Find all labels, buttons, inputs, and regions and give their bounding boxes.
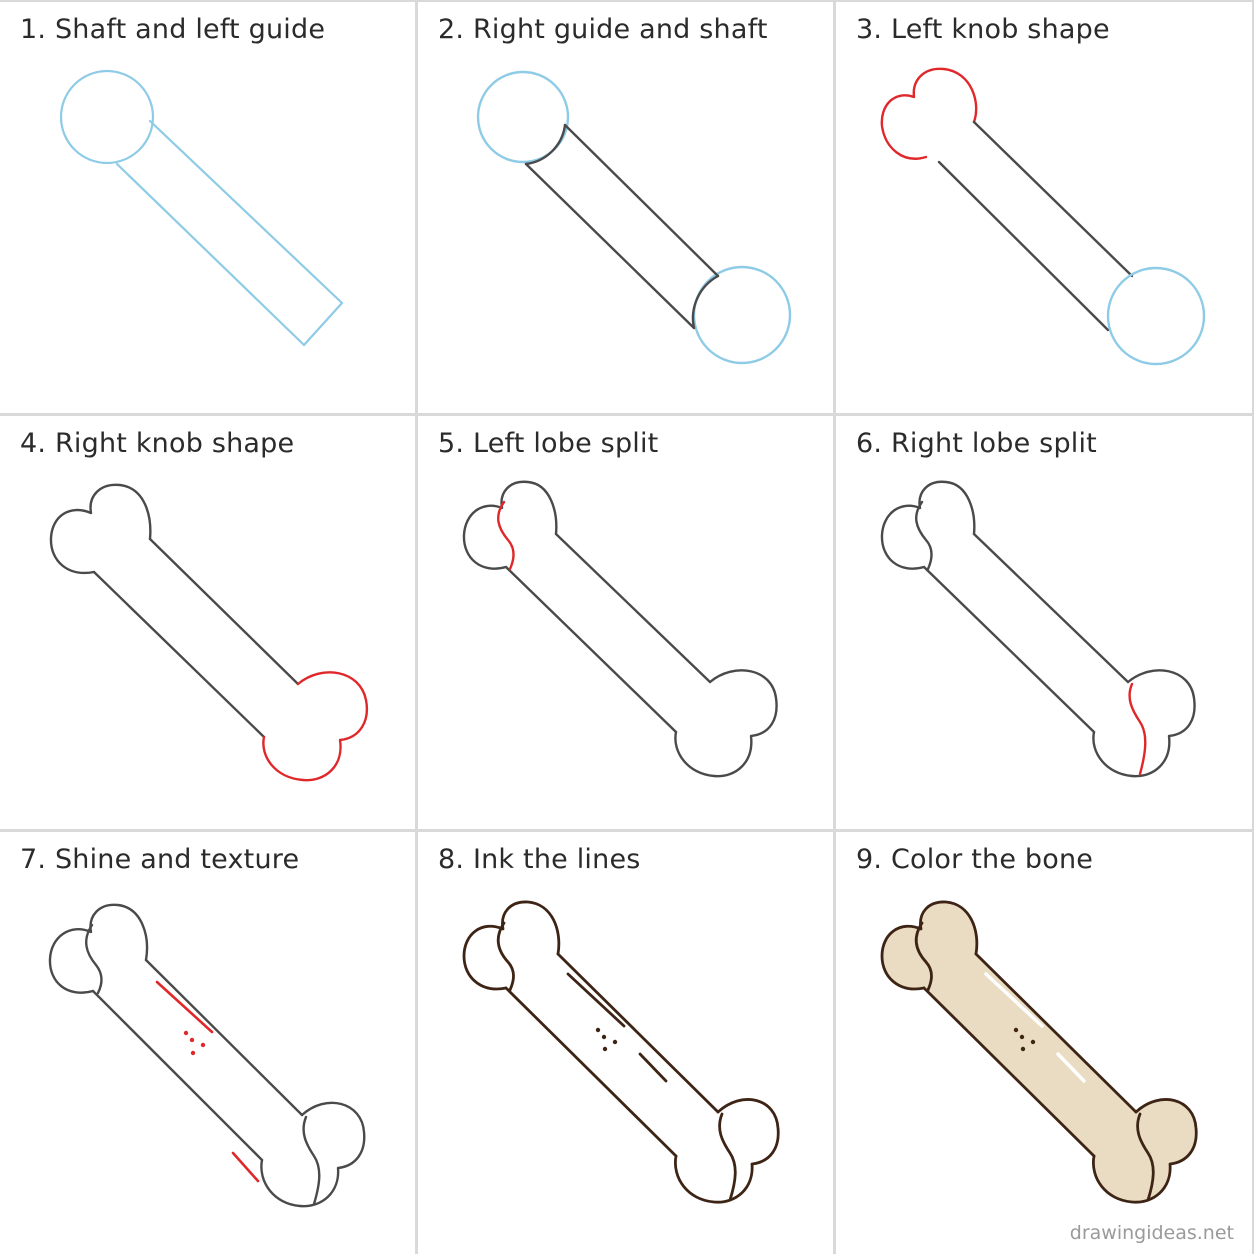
watermark: drawingideas.net — [1069, 1222, 1234, 1244]
texture-dot — [1030, 1039, 1036, 1045]
texture-dot — [200, 1042, 206, 1048]
shaft-bottom-line — [504, 986, 678, 1158]
shaft-top-line — [144, 958, 304, 1117]
shaft-bottom-line — [92, 570, 266, 739]
step-title: 4. Right knob shape — [20, 428, 295, 459]
step-title: 3. Left knob shape — [856, 14, 1110, 45]
shaft-top-line — [974, 952, 1138, 1114]
texture-dot — [1020, 1046, 1026, 1052]
left-lobe-split — [915, 500, 933, 571]
right-knob-outline — [260, 1101, 366, 1208]
step-panel-3: 3. Left knob shape — [836, 2, 1252, 413]
right-lobe-split — [302, 1115, 321, 1206]
texture-dot — [601, 1034, 607, 1040]
step-9-drawing — [880, 900, 1198, 1204]
left-knob-outline — [462, 900, 561, 991]
shaft-top-line — [556, 952, 720, 1114]
bone-fill — [882, 901, 1197, 1203]
shaft-bottom-line — [524, 162, 696, 330]
shine-line-short — [1056, 1052, 1086, 1083]
step-panel-8: 8. Ink the lines — [418, 832, 833, 1254]
right-guide-circle — [1106, 266, 1206, 366]
step-5-drawing — [462, 480, 778, 778]
step-6-drawing — [880, 480, 1196, 778]
shaft-guide-rect — [115, 119, 344, 347]
texture-dots — [1013, 1027, 1036, 1052]
left-knob-outline — [462, 480, 558, 570]
texture-dot — [595, 1027, 601, 1033]
step-7-drawing — [48, 903, 366, 1208]
texture-dots — [183, 1030, 206, 1056]
step-4-drawing — [49, 483, 369, 782]
shaft-bottom-line — [937, 160, 1110, 332]
step-title: 6. Right lobe split — [856, 428, 1097, 459]
shine-line-long — [155, 980, 214, 1034]
left-knob-outline — [880, 67, 978, 160]
step-2-drawing — [476, 70, 792, 365]
shaft-bottom-line — [504, 565, 678, 734]
right-knob-join — [691, 274, 720, 330]
left-knob-outline — [880, 900, 979, 991]
right-knob-outline — [674, 669, 778, 778]
shaft-bottom-line — [91, 989, 264, 1162]
shine-line-long — [984, 972, 1044, 1028]
texture-dot — [183, 1030, 189, 1036]
texture-dot — [612, 1039, 618, 1045]
step-panel-1: 1. Shaft and left guide — [0, 2, 415, 413]
step-title: 7. Shine and texture — [20, 844, 300, 875]
right-knob-outline — [673, 1098, 780, 1204]
left-knob-outline — [880, 480, 976, 570]
left-lobe-split — [914, 921, 933, 992]
right-knob-outline — [1092, 669, 1196, 778]
left-lobe-split — [497, 500, 515, 571]
left-guide-circle — [476, 70, 570, 164]
right-lobe-split — [718, 1112, 737, 1202]
left-guide-circle — [59, 69, 155, 165]
shine-line-short — [231, 1151, 260, 1183]
step-panel-7: 7. Shine and texture — [0, 832, 415, 1254]
texture-dot — [1019, 1034, 1025, 1040]
texture-dot — [1013, 1027, 1019, 1033]
texture-dots — [595, 1027, 618, 1052]
step-title: 1. Shaft and left guide — [20, 14, 326, 45]
shaft-top-line — [554, 532, 712, 684]
left-lobe-split — [85, 923, 103, 995]
step-panel-9: 9. Color the bone drawingidea — [836, 832, 1252, 1254]
texture-dot — [190, 1050, 196, 1056]
step-panel-4: 4. Right knob shape — [0, 416, 415, 829]
left-knob-outline — [48, 903, 149, 994]
shaft-top-line — [972, 120, 1134, 278]
step-panel-6: 6. Right lobe split — [836, 416, 1252, 829]
shaft-bottom-line — [922, 986, 1096, 1158]
step-title: 5. Left lobe split — [438, 428, 659, 459]
step-title: 2. Right guide and shaft — [438, 14, 768, 45]
step-1-drawing — [59, 69, 344, 347]
step-8-drawing — [462, 900, 780, 1204]
shaft-top-line — [148, 537, 300, 686]
shaft-top-line — [972, 532, 1130, 684]
shaft-bottom-line — [922, 565, 1096, 734]
right-knob-outline — [1091, 1098, 1198, 1204]
shine-line-long — [566, 972, 626, 1028]
left-knob-outline — [49, 483, 152, 575]
step-title: 9. Color the bone — [856, 844, 1094, 875]
texture-dot — [602, 1046, 608, 1052]
shine-line-short — [638, 1052, 668, 1083]
left-knob-join — [524, 123, 567, 166]
shaft-top-line — [563, 123, 720, 278]
right-knob-outline — [262, 671, 369, 782]
right-lobe-split — [1136, 1112, 1155, 1202]
right-lobe-split — [1128, 682, 1147, 776]
step-panel-2: 2. Right guide and shaft — [418, 2, 833, 413]
step-title: 8. Ink the lines — [438, 844, 641, 875]
left-lobe-split — [496, 921, 515, 992]
step-panel-5: 5. Left lobe split — [418, 416, 833, 829]
texture-dot — [189, 1037, 195, 1043]
step-3-drawing — [880, 67, 1206, 366]
